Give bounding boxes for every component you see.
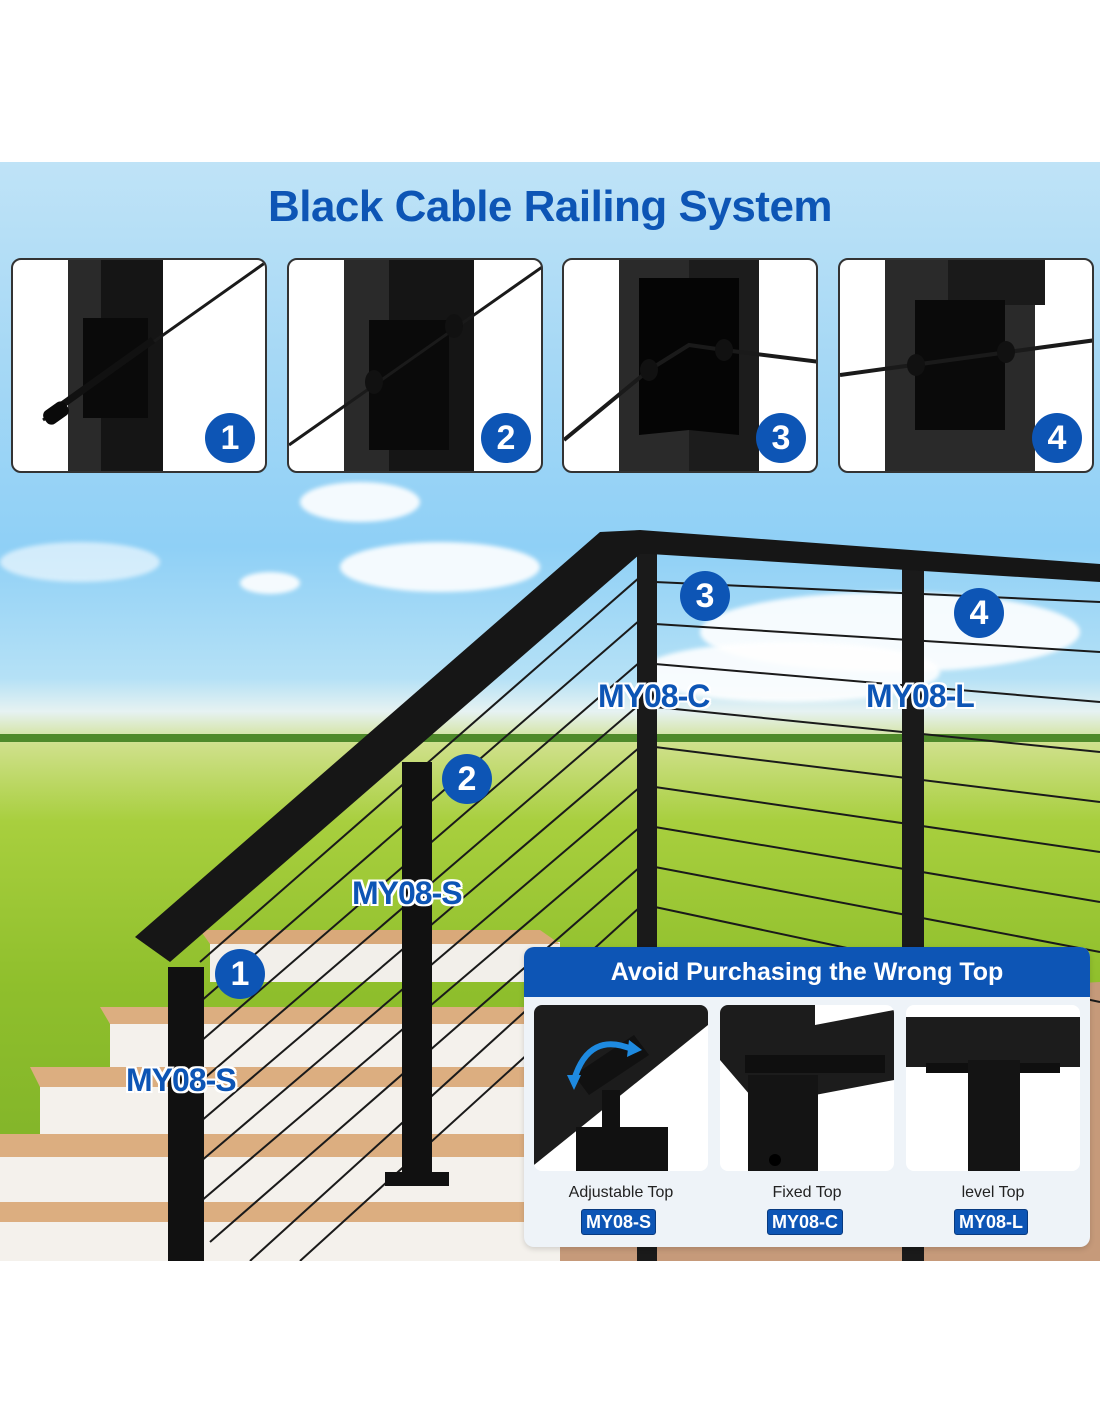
top-comparison-panel: Avoid Purchasing the Wrong Top Adjustabl… <box>524 947 1090 1247</box>
callout-badge-3: 3 <box>680 571 730 621</box>
cloud <box>240 572 300 594</box>
end-post <box>168 967 204 1261</box>
option-label-fixed-top: Fixed Top <box>772 1184 842 1201</box>
option-code-badge-s: MY08-S <box>581 1209 657 1235</box>
stairs <box>0 930 560 1261</box>
option-label-adjustable-top: Adjustable Top <box>568 1184 674 1201</box>
callout-badge-4: 4 <box>954 588 1004 638</box>
handrail <box>135 530 1100 962</box>
adjustable-top-swivel-icon <box>534 1005 708 1171</box>
detail-number-badge: 2 <box>481 413 531 463</box>
option-label-level-top: level Top <box>961 1184 1025 1201</box>
callout-model-label-3: MY08-C <box>598 678 710 714</box>
detail-number-badge: 4 <box>1032 413 1082 463</box>
cable-end-fitting-post-detail-icon <box>42 260 265 471</box>
detail-number-badge: 3 <box>756 413 806 463</box>
page-title: Black Cable Railing System <box>267 182 833 231</box>
option-image-adjustable-top <box>534 1005 708 1171</box>
callout-model-label-1: MY08-S <box>126 1062 237 1098</box>
stair-post <box>402 762 432 1177</box>
cloud <box>0 542 160 582</box>
callout-model-label-2: MY08-S <box>352 875 463 911</box>
cable-pass-through-post-detail-icon <box>289 260 541 471</box>
option-image-level-top <box>906 1005 1080 1171</box>
corner-post-cable-detail-icon <box>564 260 816 471</box>
detail-view-1: 1 <box>11 258 267 473</box>
callout-badge-2: 2 <box>442 754 492 804</box>
cloud <box>300 482 420 522</box>
detail-view-3: 3 <box>562 258 818 473</box>
horizontal-cables <box>654 581 1100 1003</box>
tree-line <box>0 734 1100 742</box>
panel-heading: Avoid Purchasing the Wrong Top <box>524 947 1090 997</box>
fixed-corner-top-icon <box>720 1005 894 1171</box>
level-intermediate-post-detail-icon <box>840 260 1092 471</box>
level-t-top-icon <box>906 1017 1080 1171</box>
option-image-fixed-top <box>720 1005 894 1171</box>
cloud <box>640 642 940 702</box>
detail-view-4: 4 <box>838 258 1094 473</box>
callout-model-label-4: MY08-L <box>866 678 975 714</box>
cloud <box>340 542 540 592</box>
option-code-badge-l: MY08-L <box>954 1209 1029 1235</box>
option-code-badge-c: MY08-C <box>767 1209 844 1235</box>
callout-badge-1: 1 <box>215 949 265 999</box>
post-base-plate <box>385 1172 449 1186</box>
detail-view-2: 2 <box>287 258 543 473</box>
detail-number-badge: 1 <box>205 413 255 463</box>
